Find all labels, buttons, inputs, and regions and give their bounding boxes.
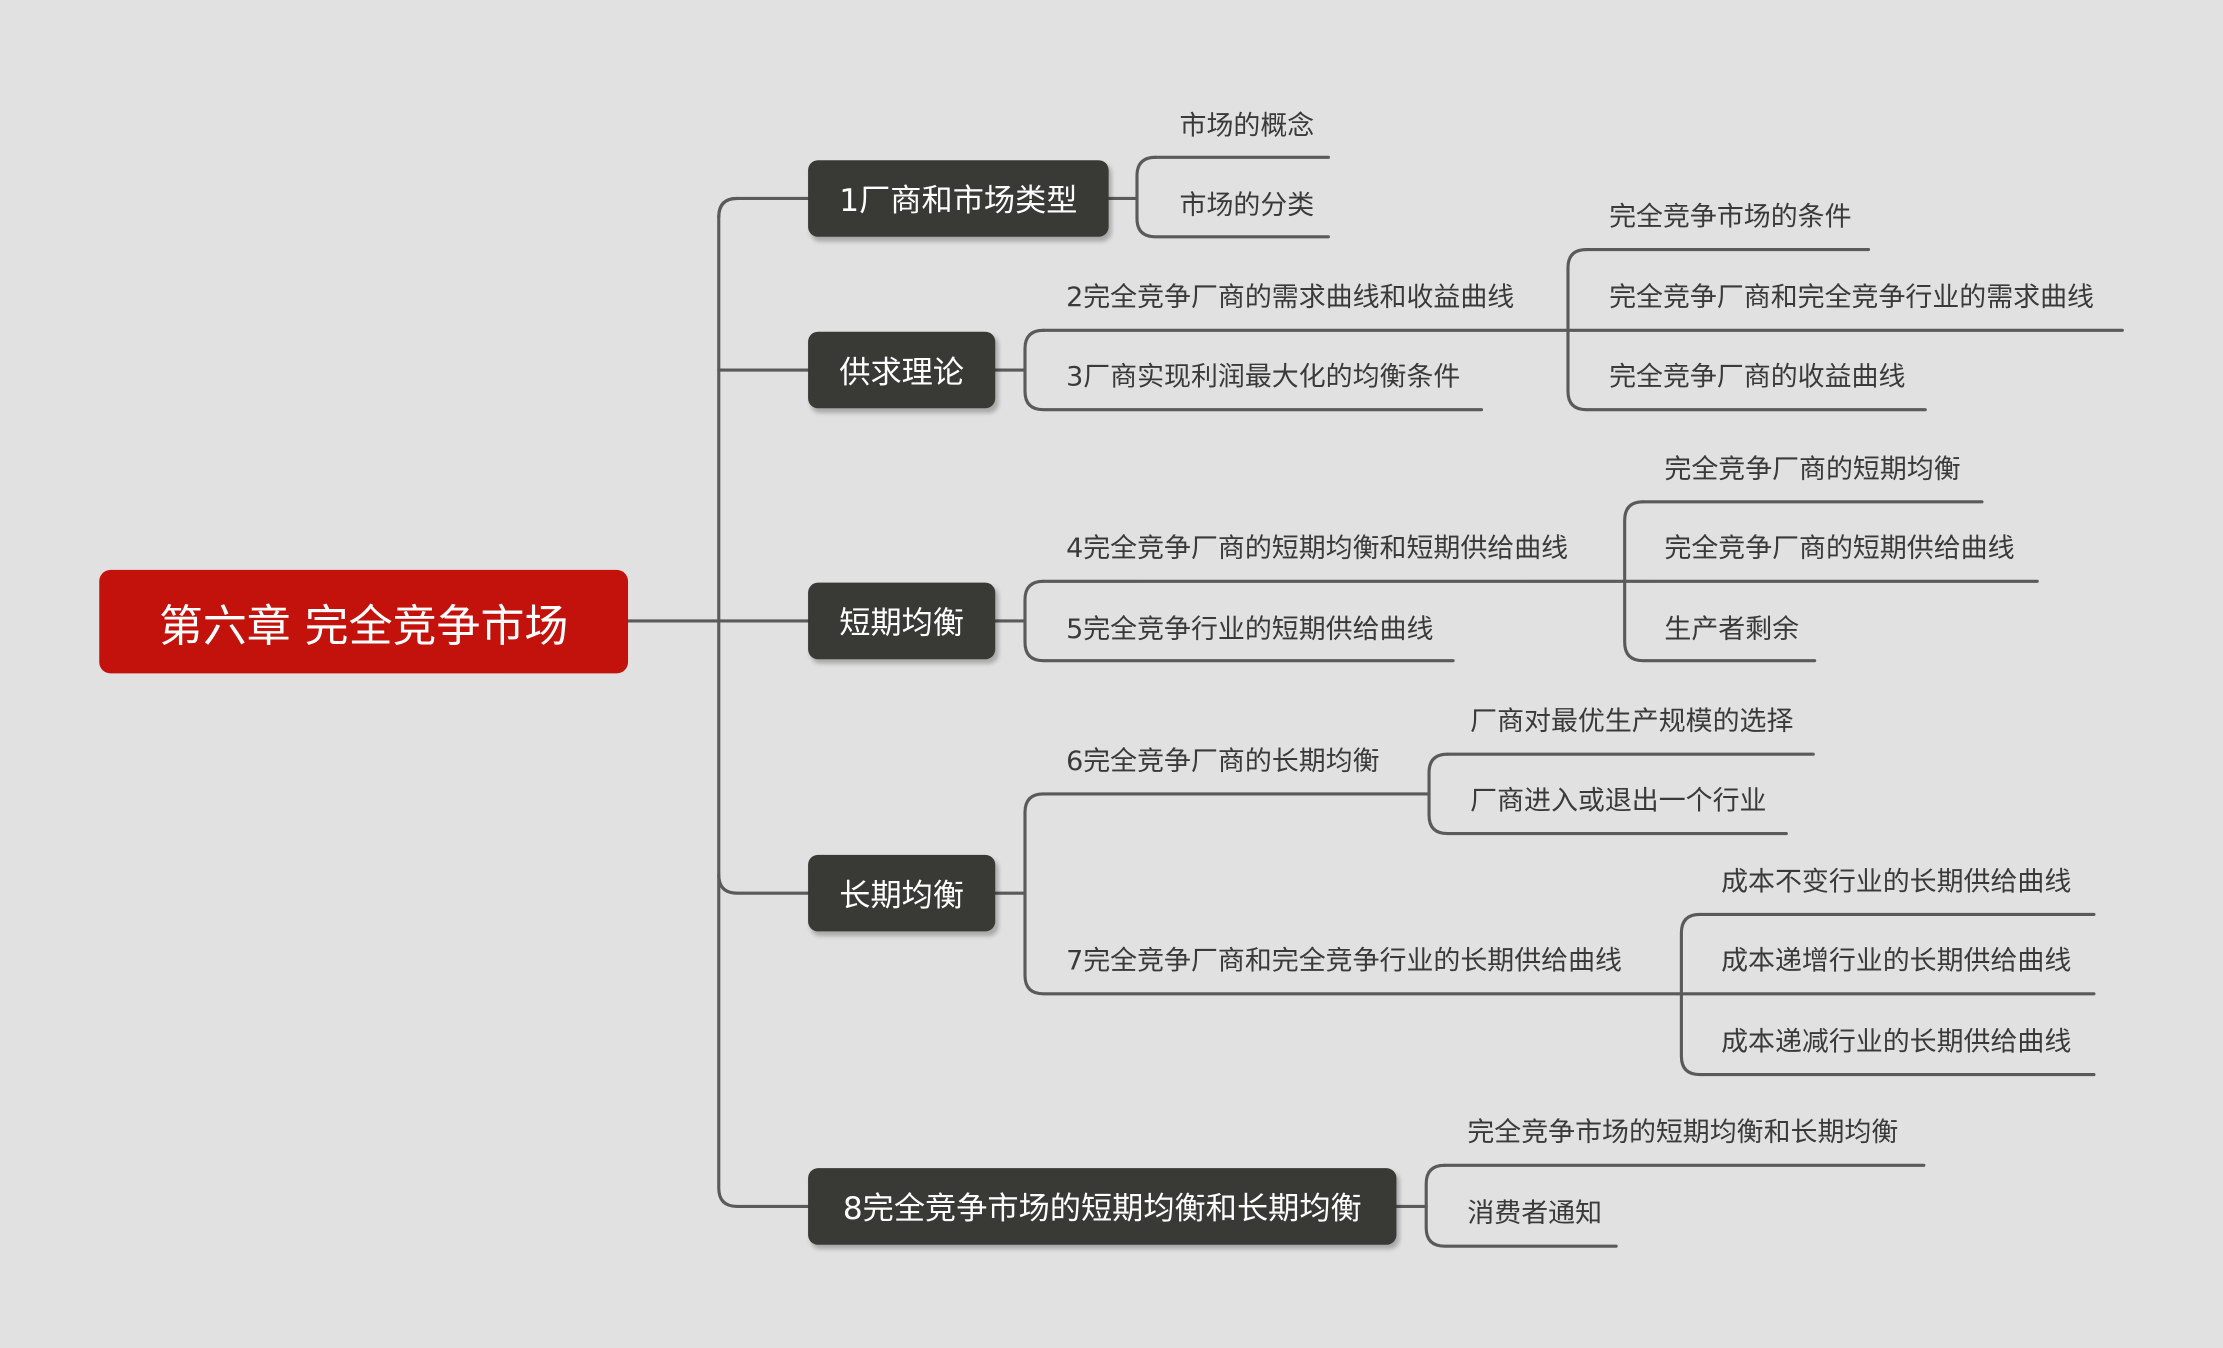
leaf-topic[interactable]: 完全竞争厂商和完全竞争行业的需求曲线 [1609, 282, 2094, 314]
leaf-topic[interactable]: 市场的分类 [1179, 189, 1315, 222]
leaf-topic[interactable]: 7完全竞争厂商和完全竞争行业的长期供给曲线 [1066, 945, 1622, 977]
leaf-topic[interactable]: 成本不变行业的长期供给曲线 [1721, 866, 2072, 898]
leaf-topic[interactable]: 2完全竞争厂商的需求曲线和收益曲线 [1066, 282, 1515, 314]
branch-topic-3[interactable]: 短期均衡 [808, 582, 996, 660]
root-topic[interactable]: 第六章 完全竞争市场 [99, 569, 629, 674]
leaf-topic[interactable]: 完全竞争厂商的短期供给曲线 [1664, 533, 2015, 565]
leaf-topic[interactable]: 完全竞争厂商的收益曲线 [1609, 361, 1906, 393]
leaf-topic[interactable]: 生产者剩余 [1664, 613, 1800, 646]
leaf-topic[interactable]: 成本递减行业的长期供给曲线 [1721, 1026, 2072, 1058]
leaf-topic[interactable]: 市场的概念 [1179, 110, 1315, 142]
branch-topic-4[interactable]: 长期均衡 [808, 854, 996, 932]
leaf-topic[interactable]: 完全竞争厂商的短期均衡 [1664, 453, 1961, 485]
leaf-topic[interactable]: 厂商进入或退出一个行业 [1470, 785, 1767, 817]
leaf-topic[interactable]: 完全竞争市场的短期均衡和长期均衡 [1467, 1117, 1899, 1149]
leaf-topic[interactable]: 厂商对最优生产规模的选择 [1470, 706, 1794, 738]
leaf-topic[interactable]: 5完全竞争行业的短期供给曲线 [1066, 613, 1434, 646]
leaf-topic[interactable]: 消费者通知 [1467, 1197, 1603, 1230]
leaf-topic[interactable]: 4完全竞争厂商的短期均衡和短期供给曲线 [1066, 533, 1569, 565]
branch-topic-5[interactable]: 8完全竞争市场的短期均衡和长期均衡 [808, 1168, 1397, 1245]
leaf-topic[interactable]: 6完全竞争厂商的长期均衡 [1066, 745, 1380, 777]
leaf-topic[interactable]: 3厂商实现利润最大化的均衡条件 [1066, 361, 1461, 393]
branch-topic-2[interactable]: 供求理论 [808, 331, 996, 409]
leaf-topic[interactable]: 完全竞争市场的条件 [1609, 201, 1852, 233]
branch-topic-1[interactable]: 1厂商和市场类型 [808, 160, 1109, 237]
leaf-topic[interactable]: 成本递增行业的长期供给曲线 [1721, 945, 2072, 977]
